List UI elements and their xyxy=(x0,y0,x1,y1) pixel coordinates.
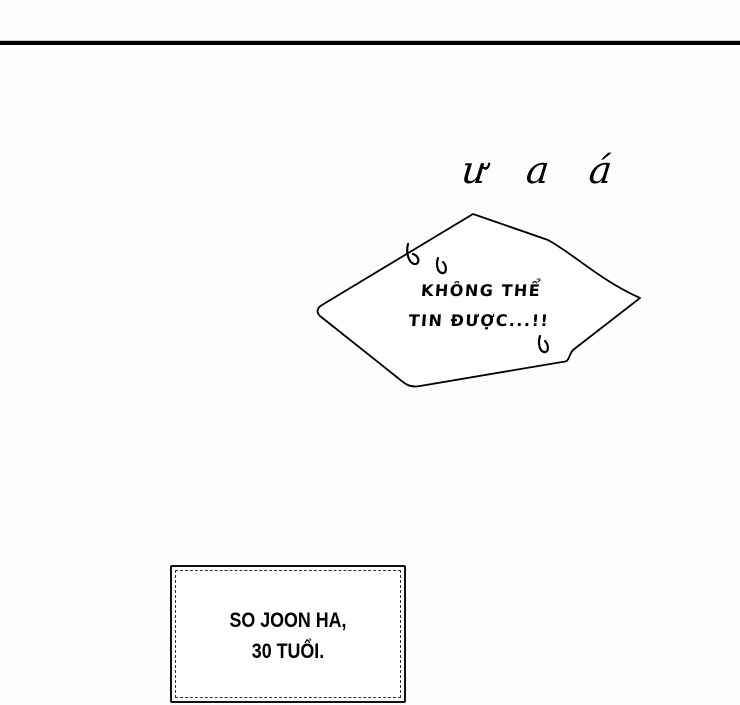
speech-bubble-outline xyxy=(316,213,641,388)
caption-dashed-border xyxy=(175,570,401,698)
shock-mark-icon xyxy=(406,242,549,354)
caption-line-2: 30 TUỔI. xyxy=(251,640,325,663)
speech-line-1: KHÔNG THỂ xyxy=(420,281,542,300)
caption-line-1: SO JOON HA, xyxy=(229,609,347,632)
speech-line-2: TIN ĐƯỢC...!! xyxy=(407,311,550,330)
caption-text: SO JOON HA, 30 TUỔI. xyxy=(189,605,386,667)
caption-box: SO JOON HA, 30 TUỔI. xyxy=(170,565,406,703)
panel-top-border xyxy=(0,41,740,45)
speech-bubble-text: KHÔNG THỂ TIN ĐƯỢC...!! xyxy=(398,276,562,336)
